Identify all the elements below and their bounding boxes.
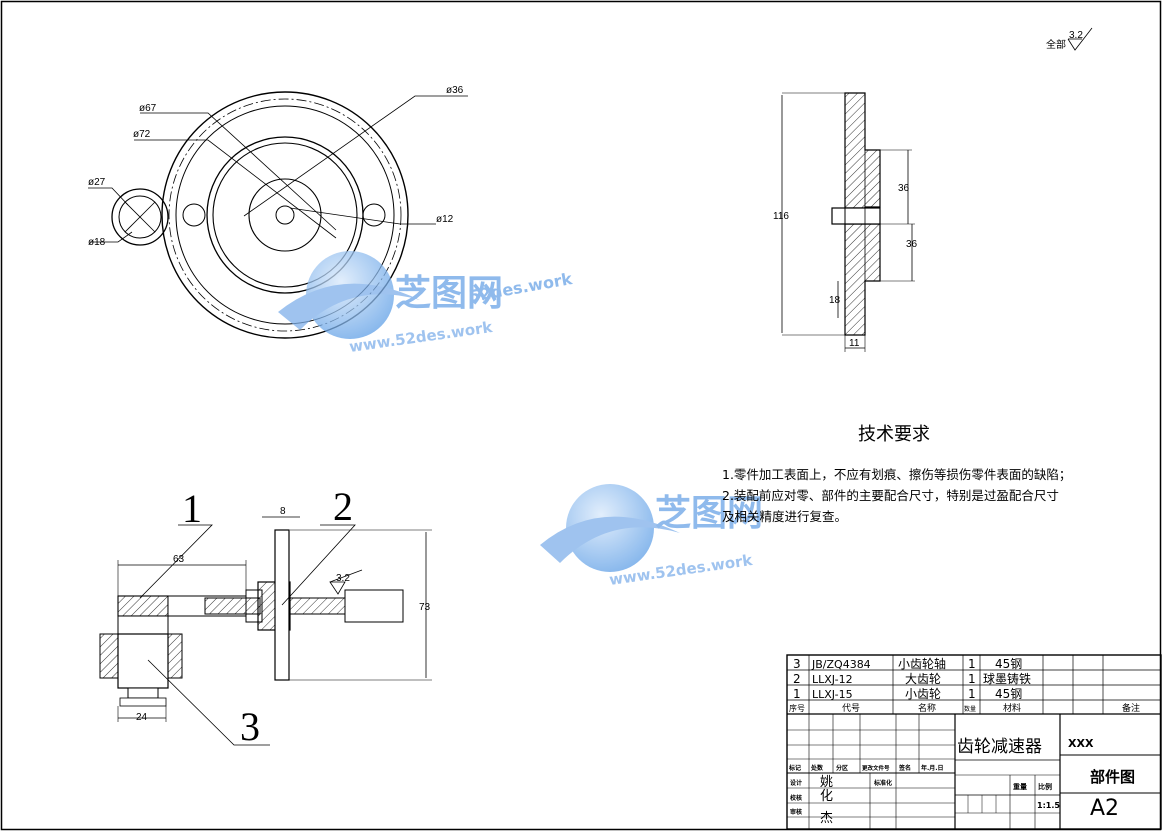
svg-text:化: 化 <box>820 789 833 804</box>
part-name: 齿轮减速器 <box>957 737 1042 757</box>
svg-text:大齿轮: 大齿轮 <box>905 672 941 686</box>
top-view <box>88 91 468 339</box>
svg-text:36: 36 <box>906 239 918 250</box>
svg-text:年.月.日: 年.月.日 <box>921 764 944 772</box>
svg-text:数量: 数量 <box>964 705 976 713</box>
svg-text:设计: 设计 <box>790 779 802 787</box>
svg-text:更改文件号: 更改文件号 <box>862 764 890 772</box>
svg-text:8: 8 <box>280 506 286 517</box>
company-name: XXX <box>1068 737 1094 750</box>
svg-text:3.2: 3.2 <box>336 573 350 584</box>
svg-text:LLXJ-15: LLXJ-15 <box>812 688 853 701</box>
svg-text:JB/ZQ4384: JB/ZQ4384 <box>811 658 871 671</box>
title-block-grid <box>786 654 1162 830</box>
sheet-size: A2 <box>1090 796 1119 821</box>
svg-text:名称: 名称 <box>918 702 936 714</box>
svg-text:审核: 审核 <box>790 808 802 816</box>
svg-text:芝图网: 芝图网 <box>655 493 763 534</box>
svg-text:比例: 比例 <box>1038 782 1052 791</box>
svg-text:重量: 重量 <box>1013 782 1027 791</box>
tech-line-1: 1.零件加工表面上，不应有划痕、擦伤等损伤零件表面的缺陷； <box>722 467 1072 482</box>
svg-text:2: 2 <box>333 484 353 529</box>
svg-text:姚: 姚 <box>820 775 833 790</box>
svg-text:ø12: ø12 <box>436 214 454 225</box>
svg-text:ø27: ø27 <box>88 177 106 188</box>
table-row: 2 LLXJ-12 大齿轮 1 球墨铸铁 <box>793 671 1031 686</box>
svg-text:3.2: 3.2 <box>1069 30 1083 41</box>
watermark-logo: 芝图网 52des.work www.52des.work <box>278 251 574 356</box>
svg-text:小齿轮轴: 小齿轮轴 <box>898 656 946 671</box>
tech-line-3: 及相关精度进行复查。 <box>722 509 848 524</box>
svg-text:材料: 材料 <box>1003 702 1021 714</box>
svg-text:标记: 标记 <box>788 764 801 772</box>
svg-text:杰: 杰 <box>820 811 833 826</box>
drawing-type: 部件图 <box>1090 768 1135 786</box>
svg-text:63: 63 <box>173 554 185 565</box>
svg-text:ø18: ø18 <box>88 237 106 248</box>
svg-text:序号: 序号 <box>789 703 805 713</box>
svg-text:ø72: ø72 <box>133 129 151 140</box>
svg-text:ø36: ø36 <box>446 85 464 96</box>
svg-text:处数: 处数 <box>810 764 824 772</box>
assembly-view <box>99 516 432 746</box>
svg-text:小齿轮: 小齿轮 <box>905 687 941 701</box>
svg-text:3: 3 <box>793 657 801 671</box>
svg-text:1: 1 <box>793 687 801 701</box>
svg-text:1:1.5: 1:1.5 <box>1037 801 1060 810</box>
side-view <box>781 92 915 352</box>
svg-text:1: 1 <box>968 672 976 686</box>
svg-text:11: 11 <box>849 338 860 349</box>
table-row: 3 JB/ZQ4384 小齿轮轴 1 45钢 <box>793 656 1022 671</box>
technical-requirements: 技术要求 1.零件加工表面上，不应有划痕、擦伤等损伤零件表面的缺陷； 2.装配前… <box>722 420 1162 527</box>
svg-text:ø67: ø67 <box>139 103 157 114</box>
bom-table: 3 JB/ZQ4384 小齿轮轴 1 45钢 2 LLXJ-12 大齿轮 1 球… <box>789 656 1140 714</box>
svg-text:校核: 校核 <box>790 794 802 802</box>
svg-text:24: 24 <box>136 712 148 723</box>
svg-text:全部: 全部 <box>1046 38 1066 51</box>
svg-text:36: 36 <box>898 183 910 194</box>
svg-text:1: 1 <box>968 657 976 671</box>
table-row: 1 LLXJ-15 小齿轮 1 45钢 <box>793 687 1022 701</box>
svg-text:45钢: 45钢 <box>995 657 1022 671</box>
svg-text:1: 1 <box>968 687 976 701</box>
title-block: 齿轮减速器 XXX 部件图 A2 1:1.5 重量 比例 标准化 标记 处数 分… <box>788 737 1135 826</box>
svg-text:签名: 签名 <box>898 764 911 772</box>
svg-text:分区: 分区 <box>836 764 848 772</box>
svg-text:标准化: 标准化 <box>873 779 892 787</box>
tech-line-2: 2.装配前应对零、部件的主要配合尺寸，特别是过盈配合尺寸 <box>722 488 1059 503</box>
svg-text:球墨铸铁: 球墨铸铁 <box>983 671 1031 686</box>
svg-text:116: 116 <box>773 211 789 222</box>
svg-text:LLXJ-12: LLXJ-12 <box>812 673 853 686</box>
svg-text:备注: 备注 <box>1122 702 1140 714</box>
svg-text:18: 18 <box>829 295 841 306</box>
table-header: 序号 代号 名称 数量 材料 备注 <box>789 702 1140 714</box>
svg-text:45钢: 45钢 <box>995 687 1022 701</box>
tech-title: 技术要求 <box>858 424 930 445</box>
roughness-icon: 全部 3.2 <box>1046 27 1093 51</box>
svg-text:73: 73 <box>419 602 431 613</box>
svg-text:3: 3 <box>240 704 260 749</box>
svg-text:1: 1 <box>182 486 202 531</box>
svg-text:代号: 代号 <box>842 703 860 714</box>
svg-text:芝图网: 芝图网 <box>395 273 503 314</box>
svg-text:2: 2 <box>793 672 801 686</box>
